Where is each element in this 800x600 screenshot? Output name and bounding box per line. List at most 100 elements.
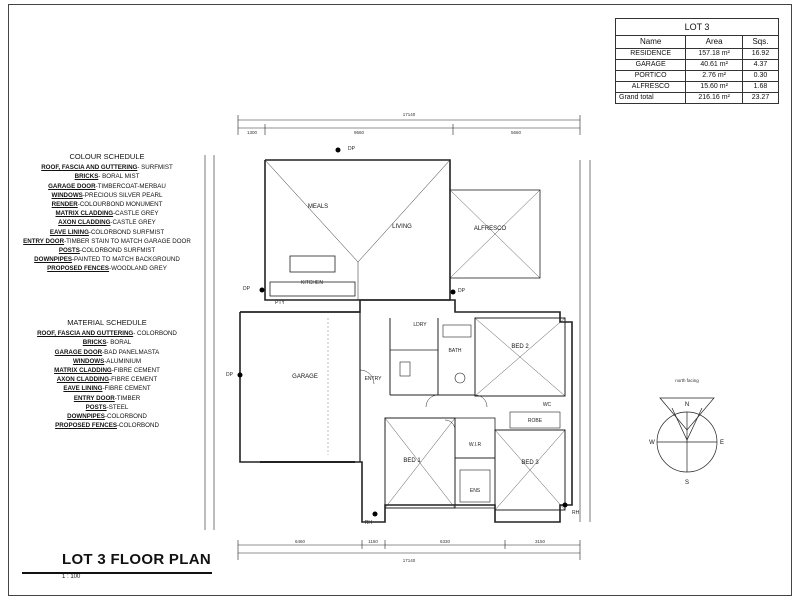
material-schedule-item-key: ENTRY DOOR: [73, 394, 115, 402]
colour-schedule-item: ROOF, FASCIA AND GUTTERING- SURFMIST: [22, 163, 192, 172]
colour-schedule-item: EAVE LINING-COLORBOND SURFMIST: [22, 228, 192, 237]
material-schedule-item: GARAGE DOOR-BAD PANELMASTA: [22, 348, 192, 357]
total-area: 216.16 m²: [685, 92, 743, 104]
colour-schedule-item-key: PROPOSED FENCES: [47, 265, 110, 273]
material-schedule-item-value: -COLORBOND: [116, 422, 159, 430]
material-schedule-item-value: - BORAL: [106, 339, 132, 347]
dim-bottom-d: 3150: [535, 539, 546, 544]
plan-scale: 1 : 100: [62, 574, 81, 580]
colour-schedule-item: POSTS-COLORBOND SURFMIST: [22, 246, 192, 255]
colour-schedule-item-value: -COLORBOND SURFMIST: [79, 247, 156, 255]
total-name: Grand total: [614, 92, 687, 104]
downpipe-marker-label: DP: [243, 286, 251, 292]
colour-schedule-item-key: GARAGE DOOR: [48, 182, 96, 190]
material-schedule-item: EAVE LINING-FIBRE CEMENT: [22, 384, 192, 393]
room-label-laundry: LDRY: [413, 322, 427, 328]
room-label-kitchen: KITCHEN: [301, 280, 323, 286]
north-compass: [656, 397, 718, 473]
colour-schedule-item: ENTRY DOOR-TIMBER STAIN TO MATCH GARAGE …: [22, 237, 192, 246]
compass-w: W: [649, 440, 655, 446]
colour-schedule-item-key: POSTS: [58, 247, 80, 255]
colour-schedule-item-key: RENDER: [51, 201, 78, 209]
material-schedule-item-key: WINDOWS: [72, 357, 105, 365]
rainhead-marker-label: RH: [365, 520, 373, 526]
material-schedule-item-key: GARAGE DOOR: [54, 348, 103, 356]
colour-schedule-item-key: DOWNPIPES: [34, 256, 72, 264]
material-schedule-item-value: -BAD PANELMASTA: [102, 348, 160, 356]
room-label-bed1: BED 1: [403, 458, 421, 464]
compass-n: N: [685, 402, 689, 408]
dim-bottom-a: 6460: [295, 539, 306, 544]
dim-top-b: 9660: [354, 130, 365, 135]
compass-e: E: [720, 440, 724, 446]
material-schedule: MATERIAL SCHEDULE ROOF, FASCIA AND GUTTE…: [22, 318, 192, 430]
material-schedule-item: DOWNPIPES-COLORBOND: [22, 412, 192, 421]
colour-schedule-item-value: -PRECIOUS SILVER PEARL: [82, 191, 163, 199]
colour-schedule-title: COLOUR SCHEDULE: [69, 152, 145, 161]
material-schedule-item-value: -FIBRE CEMENT: [109, 376, 158, 384]
colour-schedule-item: AXON CLADDING-CASTLE GREY: [22, 218, 192, 227]
material-schedule-item: POSTS-STEEL: [22, 403, 192, 412]
material-schedule-item-key: AXON CLADDING: [56, 376, 110, 384]
room-label-living: LIVING: [392, 224, 412, 230]
colour-schedule-item-value: -TIMBERCOAT-MERBAU: [95, 182, 166, 190]
room-label-bath: BATH: [449, 348, 462, 354]
colour-schedule-item-key: ROOF, FASCIA AND GUTTERING: [41, 164, 138, 172]
colour-schedule-item-key: ENTRY DOOR: [23, 237, 65, 245]
colour-schedule-item-value: -PAINTED TO MATCH BACKGROUND: [71, 256, 180, 264]
material-schedule-item-key: BRICKS: [82, 339, 107, 347]
material-schedule-item-key: PROPOSED FENCES: [55, 422, 117, 430]
material-schedule-item-value: -STEEL: [106, 403, 129, 411]
room-label-meals: MEALS: [308, 204, 328, 210]
total-sqs: 23.27: [741, 92, 780, 104]
rainhead-marker-label: RH: [572, 510, 580, 516]
plan-title: LOT 3 FLOOR PLAN: [62, 551, 211, 568]
colour-schedule-item-key: EAVE LINING: [49, 228, 89, 236]
material-schedule-item: PROPOSED FENCES-COLORBOND: [22, 421, 192, 430]
dim-bottom-total: 17140: [403, 558, 416, 563]
material-schedule-item: MATRIX CLADDING-FIBRE CEMENT: [22, 366, 192, 375]
material-schedule-item: AXON CLADDING-FIBRE CEMENT: [22, 375, 192, 384]
dim-bottom-b: 1150: [368, 539, 378, 544]
dim-top-a: 1300: [247, 130, 258, 135]
material-schedule-item: BRICKS- BORAL: [22, 338, 192, 347]
material-schedule-item-value: -ALUMINIUM: [104, 357, 142, 365]
material-schedule-item-key: POSTS: [85, 403, 107, 411]
room-label-bed3: BED 3: [521, 460, 539, 466]
colour-schedule-item-key: AXON CLADDING: [58, 219, 111, 227]
room-label-bed2: BED 2: [511, 344, 529, 350]
room-label-ensuite: ENS: [470, 488, 481, 494]
room-label-entry: ENTRY: [365, 376, 383, 382]
table-row: ALFRESCO 15.60 m² 1.68: [614, 81, 780, 93]
colour-schedule-item-value: - SURFMIST: [137, 164, 173, 172]
material-schedule-item: ENTRY DOOR-TIMBER: [22, 394, 192, 403]
room-label-pty: PTY: [275, 300, 285, 306]
colour-schedule-item: MATRIX CLADDING-CASTLE GREY: [22, 209, 192, 218]
dim-top-c: 5660: [511, 130, 522, 135]
room-label-wc: WC: [543, 402, 552, 408]
colour-schedule-item-value: -TIMBER STAIN TO MATCH GARAGE DOOR: [64, 237, 191, 245]
material-schedule-item-key: MATRIX CLADDING: [54, 367, 112, 375]
material-schedule-item-value: -TIMBER: [114, 394, 141, 402]
downpipe-marker-label: DP: [226, 372, 234, 378]
colour-schedule-item: PROPOSED FENCES-WOODLAND GREY: [22, 264, 192, 273]
compass-label: north facing: [675, 378, 699, 383]
table-row-total: Grand total 216.16 m² 23.27: [614, 92, 780, 104]
dim-top-total: 17140: [403, 112, 416, 117]
colour-schedule-item-value: -COLOURBOND MONUMENT: [77, 201, 163, 209]
colour-schedule-item: BRICKS- BORAL MIST: [22, 172, 192, 181]
colour-schedule-item: DOWNPIPES-PAINTED TO MATCH BACKGROUND: [22, 255, 192, 264]
colour-schedule-item-key: WINDOWS: [51, 191, 83, 199]
dim-bottom-c: 6330: [440, 539, 451, 544]
colour-schedule-item-key: BRICKS: [74, 173, 99, 181]
colour-schedule-item-value: -COLORBOND SURFMIST: [88, 228, 165, 236]
material-schedule-item-value: -FIBRE CEMENT: [102, 385, 151, 393]
room-label-robe: ROBE: [528, 418, 543, 424]
room-label-wir: W.I.R: [469, 442, 482, 448]
material-schedule-item-value: -FIBRE CEMENT: [111, 367, 160, 375]
room-label-alfresco: ALFRESCO: [474, 226, 507, 232]
colour-schedule-item: RENDER-COLOURBOND MONUMENT: [22, 200, 192, 209]
material-schedule-title: MATERIAL SCHEDULE: [67, 318, 147, 327]
